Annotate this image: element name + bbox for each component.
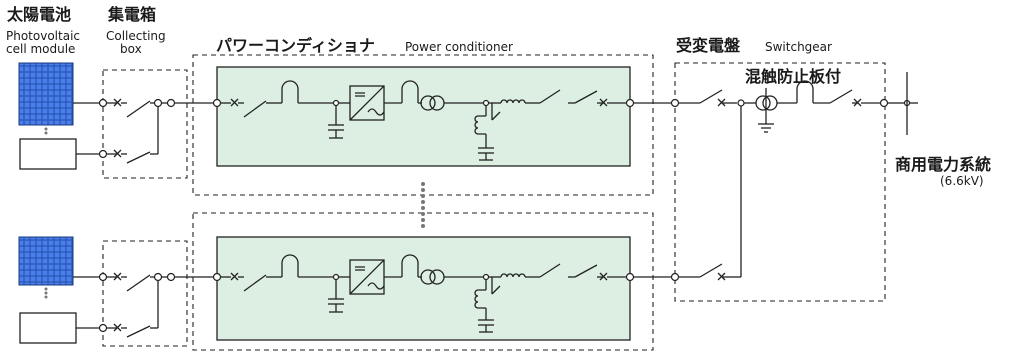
collecting-box-bottom [102,240,188,347]
pcs-jp-label: パワーコンディショナ [216,36,375,55]
bottom-feeder [73,106,742,338]
transformer-icon [755,88,778,118]
inductor-icon [281,254,299,277]
solar-en-label-1: Photovoltaic [6,29,80,43]
collecting-box-top [102,69,188,179]
breaker-icon [230,272,239,281]
inductor-icon [401,80,419,103]
pcs-en-label: Power conditioner [405,40,513,54]
grid-jp-label: 商用電力系統 [895,155,991,174]
solar-jp-label: 太陽電池 [6,5,71,24]
inductor-icon [500,99,526,104]
breaker-icon [599,272,608,281]
breaker-icon [113,149,122,158]
inductor-icon [796,80,814,103]
box-jp-label: 集電箱 [107,5,156,24]
box-en-label-2: box [120,42,142,56]
box-en-label-1: Collecting [106,29,166,43]
inductor-icon [401,254,419,277]
top-feeder [73,72,918,164]
filter-branch [474,277,501,333]
breaker-icon [853,98,862,107]
breaker-icon [717,98,726,107]
breaker-icon [230,98,239,107]
capacitor-icon [328,279,344,313]
switchgear-en-label: Switchgear [765,40,832,54]
capacitor-icon [328,105,344,139]
breaker-icon [599,98,608,107]
solar-en-label-2: cell module [6,42,75,56]
breaker-icon [113,272,122,281]
filter-branch [474,103,501,161]
solar-panel-icon [18,236,74,286]
pcs-ellipsis [421,182,425,228]
breaker-icon [113,323,122,332]
grid-voltage-label: (6.6kV) [940,174,984,188]
switchgear-jp-label: 受変電盤 [676,36,741,55]
solar-panel-icon [18,62,74,126]
breaker-icon [717,272,726,281]
breaker-icon [113,98,122,107]
pcs-block-bottom [216,236,631,341]
pv-module-box [19,312,77,344]
pcs-block-top [216,66,631,167]
mix-prevent-label: 混触防止板付 [745,67,841,86]
inductor-icon [281,80,299,103]
switchgear-frame [674,62,886,302]
pv-module-box [19,138,77,170]
ground-icon [758,118,774,133]
inductor-icon [500,273,526,278]
panel-ellipsis [44,127,48,299]
